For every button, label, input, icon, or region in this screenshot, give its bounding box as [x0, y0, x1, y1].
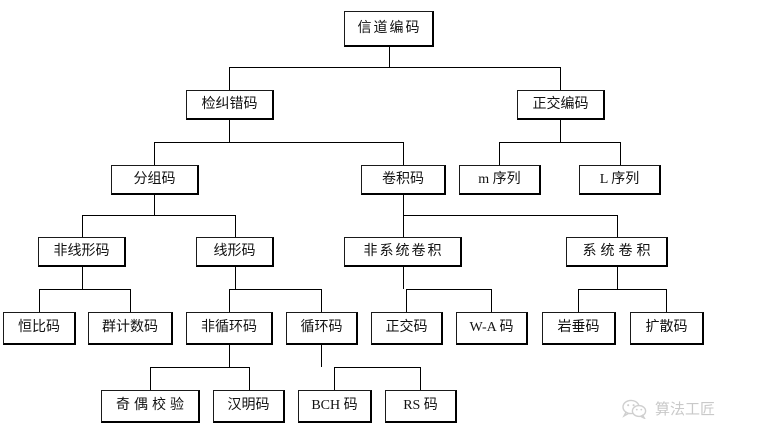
node-root-label: 信道编码: [357, 20, 422, 36]
node-wa-ma-label: W-A 码: [469, 320, 514, 335]
connector-l5a-drop: [39, 289, 40, 312]
connector-l4d-drop: [617, 215, 618, 237]
connector-l2a-bar: [154, 142, 404, 143]
connector-l5b-drop: [130, 289, 131, 312]
connector-l4b-down: [235, 267, 236, 289]
node-xianxingma[interactable]: 线形码: [196, 237, 274, 267]
connector-l4d-down: [617, 267, 618, 289]
node-hanmingma-label: 汉明码: [227, 398, 270, 413]
node-bch-ma[interactable]: BCH 码: [298, 390, 372, 423]
connector-l6d-drop: [420, 367, 421, 390]
connector-l4a-down: [82, 267, 83, 289]
connector-l3a-drop: [154, 142, 155, 165]
connector-l5c-drop: [229, 289, 230, 312]
node-hengbima-label: 恒比码: [18, 320, 60, 335]
connector-level2-right-drop: [560, 67, 561, 90]
connector-l6c-drop: [334, 367, 335, 390]
node-xunhuanma[interactable]: 循环码: [286, 312, 358, 345]
connector-l4a-bar: [39, 289, 131, 290]
node-jiucuoma-label: 检纠错码: [201, 96, 258, 112]
node-root[interactable]: 信道编码: [344, 11, 434, 47]
connector-l5d-down: [321, 345, 322, 367]
node-fenzuma-label: 分组码: [133, 171, 176, 187]
node-qiou-jiaoyan-label: 奇偶校验: [116, 398, 188, 413]
connector-level2-left-drop: [229, 67, 230, 90]
connector-l3a-bar: [82, 215, 236, 216]
connector-l4c-drop: [403, 215, 404, 237]
connector-l4c-bar: [406, 289, 492, 290]
node-xitong-juanji[interactable]: 系统卷积: [566, 237, 668, 267]
node-juanjima-label: 卷积码: [382, 171, 424, 187]
node-kuosanma-label: 扩散码: [645, 320, 688, 335]
connector-l4b-drop: [235, 215, 236, 237]
connector-l5f-drop: [491, 289, 492, 312]
connector-root-down: [389, 47, 390, 67]
watermark-label: 算法工匠: [655, 401, 716, 418]
connector-l6b-drop: [249, 367, 250, 390]
connector-l3b-drop: [403, 142, 404, 165]
connector-l4c-down: [403, 267, 404, 289]
node-m-sequence[interactable]: m 序列: [459, 165, 541, 195]
connector-l5g-drop: [578, 289, 579, 312]
node-qunjishuma-label: 群计数码: [102, 320, 158, 335]
connector-l6a-drop: [150, 367, 151, 390]
connector-l5d-bar: [334, 367, 421, 368]
node-hengbima[interactable]: 恒比码: [3, 312, 76, 345]
connector-l5h-drop: [666, 289, 667, 312]
node-juanjima[interactable]: 卷积码: [361, 165, 446, 195]
node-xianxingma-label: 线形码: [213, 243, 256, 259]
node-zhengjiao-bianma[interactable]: 正交编码: [517, 90, 605, 120]
node-yanchuima-label: 岩垂码: [557, 320, 600, 335]
node-m-sequence-label: m 序列: [478, 171, 521, 187]
node-rs-ma-label: RS 码: [403, 398, 438, 413]
node-feixianxingma[interactable]: 非线形码: [38, 237, 126, 267]
connector-l4b-bar: [229, 289, 322, 290]
node-feixianxingma-label: 非线形码: [53, 243, 110, 259]
node-zhengjiaoma-label: 正交码: [385, 320, 428, 335]
connector-l3c-drop: [499, 142, 500, 165]
connector-l3b-bar: [403, 215, 618, 216]
connector-l3b-down: [403, 195, 404, 215]
node-feixunhuanma-label: 非循环码: [201, 320, 257, 335]
node-xitong-juanji-label: 系统卷积: [582, 243, 655, 259]
node-l-sequence[interactable]: L 序列: [579, 165, 661, 195]
connector-l5e-drop: [406, 289, 407, 312]
node-kuosanma[interactable]: 扩散码: [630, 312, 704, 345]
node-feixunhuanma[interactable]: 非循环码: [186, 312, 273, 345]
connector-l4d-bar: [578, 289, 667, 290]
connector-l2b-down: [560, 120, 561, 142]
node-yanchuima[interactable]: 岩垂码: [542, 312, 616, 345]
node-wa-ma[interactable]: W-A 码: [456, 312, 528, 345]
connector-l3d-drop: [620, 142, 621, 165]
node-zhengjiaoma[interactable]: 正交码: [371, 312, 443, 345]
connector-l5d-drop: [321, 289, 322, 312]
node-fenzuma[interactable]: 分组码: [111, 165, 199, 195]
node-feixitong-juanji-label: 非系统卷积: [363, 243, 444, 259]
node-qunjishuma[interactable]: 群计数码: [88, 312, 173, 345]
node-feixitong-juanji[interactable]: 非系统卷积: [344, 237, 462, 267]
connector-l2b-bar: [499, 142, 621, 143]
connector-l4a-drop: [82, 215, 83, 237]
node-hanmingma[interactable]: 汉明码: [213, 390, 285, 423]
node-jiucuoma[interactable]: 检纠错码: [186, 90, 274, 120]
watermark: 算法工匠: [622, 398, 715, 419]
connector-l3a-down: [154, 195, 155, 215]
connector-l5c-down: [229, 345, 230, 367]
connector-level2-bar: [229, 67, 561, 68]
node-qiou-jiaoyan[interactable]: 奇偶校验: [101, 390, 200, 423]
node-rs-ma[interactable]: RS 码: [385, 390, 457, 423]
connector-l5c-bar: [150, 367, 250, 368]
node-xunhuanma-label: 循环码: [300, 320, 343, 335]
node-zhengjiao-bianma-label: 正交编码: [532, 96, 589, 112]
node-l-sequence-label: L 序列: [599, 171, 640, 187]
wechat-icon: [622, 399, 648, 419]
node-bch-ma-label: BCH 码: [311, 398, 358, 413]
connector-l2a-down: [229, 120, 230, 142]
